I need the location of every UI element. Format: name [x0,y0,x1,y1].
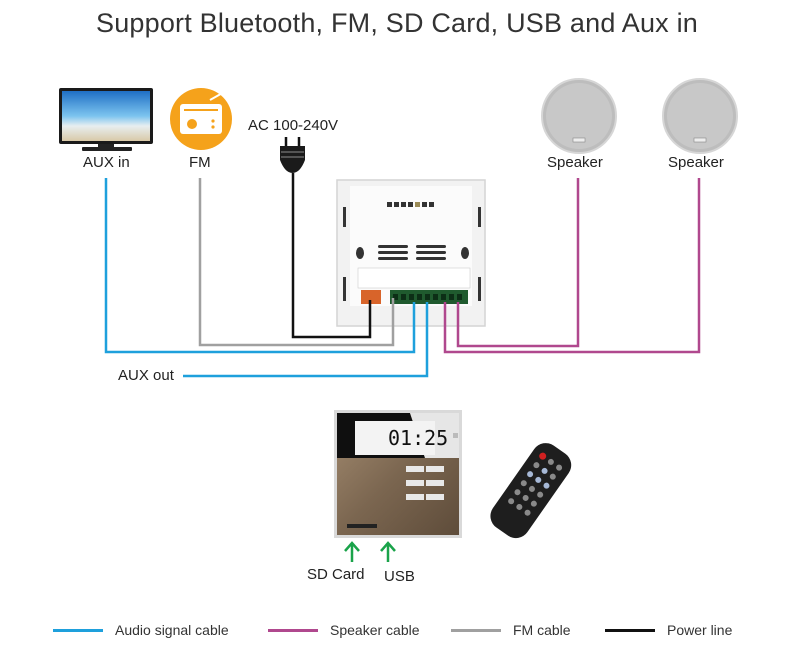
tv-label: AUX in [83,154,130,171]
power-plug-icon [280,137,305,173]
legend-swatch-speaker [268,628,318,632]
speaker-cable-2 [443,178,701,354]
legend-fm: FM cable [451,620,571,640]
speaker-cable-1 [456,178,580,348]
radio-icon [170,88,232,150]
audio-cable-aux-in [104,178,416,354]
legend-label: FM cable [513,622,571,638]
usb-arrow-icon [380,541,396,562]
fm-label: FM [189,154,211,171]
amplifier-back-panel [336,179,486,327]
ceiling-speaker-icon [541,78,617,154]
power-cable [291,173,372,339]
audio-cable-aux-out [183,302,429,378]
panel-display-time: 01:25 [388,426,449,450]
legend-label: Power line [667,622,733,638]
legend-swatch-fm [451,628,501,632]
legend-swatch-power [605,628,655,632]
power-label: AC 100-240V [248,117,339,134]
tv-icon [59,88,153,151]
diagram-title: Support Bluetooth, FM, SD Card, USB and … [95,8,698,38]
legend-label: Speaker cable [330,622,420,638]
sd-card-label: SD Card [307,566,365,583]
legend-power: Power line [605,620,732,640]
usb-label: USB [384,568,415,585]
speaker-2-label: Speaker [668,154,724,171]
legend-speaker: Speaker cable [268,620,420,640]
ceiling-speaker-icon [662,78,738,154]
fm-cable [198,178,395,347]
wall-control-panel [334,410,462,538]
legend-audio: Audio signal cable [53,620,229,640]
sd-card-arrow-icon [344,541,360,562]
legend-swatch-audio [53,628,103,632]
remote-control-icon [490,443,572,539]
legend-label: Audio signal cable [115,622,229,638]
aux-out-label: AUX out [118,367,174,384]
speaker-1-label: Speaker [547,154,603,171]
